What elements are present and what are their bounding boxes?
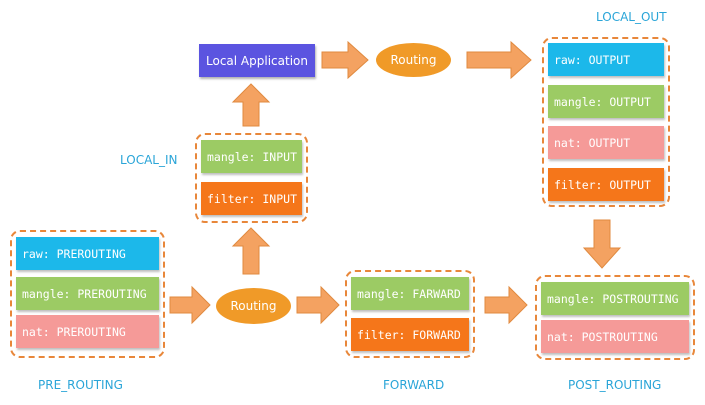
chain-nat-prerouting: nat: PREROUTING: [16, 315, 159, 348]
local-out-group: [542, 37, 670, 207]
chain-mangle-forward: mangle: FARWARD: [351, 277, 469, 310]
routing-top: Routing: [376, 43, 451, 77]
chain-filter-output: filter: OUTPUT: [548, 168, 664, 201]
forward-group: [345, 270, 475, 358]
local-in-group: [195, 133, 308, 223]
arrow-local-out-to-post-routing: [582, 219, 622, 269]
chain-mangle-prerouting: mangle: PREROUTING: [16, 277, 159, 310]
chain-nat-output: nat: OUTPUT: [548, 126, 664, 159]
chain-raw-output: raw: OUTPUT: [548, 43, 664, 76]
chain-mangle-output: mangle: OUTPUT: [548, 85, 664, 118]
post-routing-group: [535, 275, 695, 360]
label-pre-routing: PRE_ROUTING: [38, 378, 123, 392]
arrow-routing-to-forward: [296, 285, 340, 325]
local-application-box: Local Application: [199, 44, 315, 77]
chain-filter-forward: filter: FORWARD: [351, 318, 469, 351]
pre-routing-group: [10, 230, 165, 358]
arrow-routing-to-local-out: [466, 40, 532, 80]
label-forward: FORWARD: [383, 378, 445, 392]
chain-raw-prerouting: raw: PREROUTING: [16, 237, 159, 270]
arrow-forward-to-post-routing: [484, 285, 528, 325]
chain-filter-input: filter: INPUT: [201, 182, 302, 215]
arrow-routing-to-local-in: [231, 227, 271, 275]
label-local-out: LOCAL_OUT: [596, 10, 667, 24]
chain-mangle-postrouting: mangle: POSTROUTING: [541, 282, 689, 315]
arrow-pre-routing-to-routing: [169, 285, 211, 325]
label-local-in: LOCAL_IN: [120, 153, 178, 167]
arrow-local-in-to-app: [231, 83, 271, 127]
chain-mangle-input: mangle: INPUT: [201, 140, 302, 173]
chain-nat-postrouting: nat: POSTROUTING: [541, 320, 689, 353]
arrow-app-to-routing: [321, 40, 369, 80]
routing-bottom: Routing: [216, 288, 291, 324]
label-post-routing: POST_ROUTING: [568, 378, 662, 392]
